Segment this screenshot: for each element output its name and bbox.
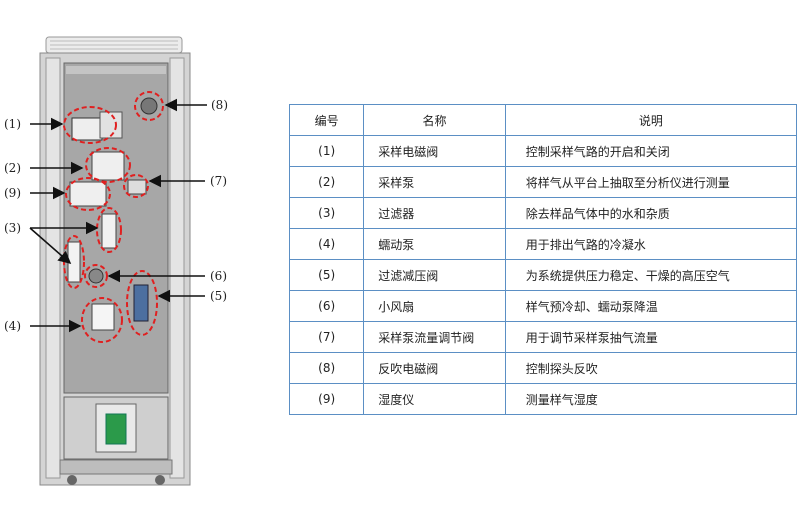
table-row: (1) 采样电磁阀 控制采样气路的开启和关闭 (288, 135, 797, 167)
table-row: (5) 过滤减压阀 为系统提供压力稳定、干燥的高压空气 (288, 259, 797, 291)
cell-description: 测量样气湿度 (504, 383, 797, 415)
cell-description: 用于排出气路的冷凝水 (504, 228, 797, 260)
cell-name: 过滤减压阀 (363, 259, 506, 291)
table-row: (4) 蠕动泵 用于排出气路的冷凝水 (288, 228, 797, 260)
sampling-pump (91, 151, 125, 181)
table-row: (3) 过滤器 除去样品气体中的水和杂质 (288, 197, 797, 229)
cell-name: 反吹电磁阀 (363, 352, 506, 384)
callout-9: (9) (4, 186, 21, 200)
table-row: (8) 反吹电磁阀 控制探头反吹 (288, 352, 797, 384)
cell-description: 为系统提供压力稳定、干燥的高压空气 (504, 259, 797, 291)
blowback-valve (140, 97, 158, 115)
cell-description: 将样气从平台上抽取至分析仪进行测量 (504, 166, 797, 198)
highlight-3a (96, 207, 122, 253)
cell-number: (7) (288, 321, 365, 353)
callout-6: (6) (210, 269, 227, 283)
cell-description: 控制探头反吹 (504, 352, 797, 384)
highlight-6 (84, 264, 108, 288)
cell-number: (2) (288, 166, 365, 198)
cell-description: 控制采样气路的开启和关闭 (504, 135, 797, 167)
component-table: 编号 名称 说明 (1) 采样电磁阀 控制采样气路的开启和关闭 (2) 采样泵 … (288, 104, 797, 415)
highlight-1 (63, 106, 117, 144)
cell-name: 蠕动泵 (363, 228, 506, 260)
cell-description: 除去样品气体中的水和杂质 (504, 197, 797, 229)
table-row: (9) 湿度仪 测量样气湿度 (288, 383, 797, 415)
cell-name: 湿度仪 (363, 383, 506, 415)
cabinet-diagram: (1) (2) (9) (3) (4) (8) (7) (6) (5) (4, 36, 228, 486)
cell-number: (3) (288, 197, 365, 229)
callout-1: (1) (4, 117, 21, 131)
highlight-7 (123, 174, 149, 198)
callout-2: (2) (4, 161, 21, 175)
highlight-5 (126, 270, 158, 336)
header-description: 说明 (504, 104, 797, 136)
cell-number: (4) (288, 228, 365, 260)
highlight-8 (134, 91, 164, 121)
table-header-row: 编号 名称 说明 (288, 104, 797, 136)
cell-name: 采样泵 (363, 166, 506, 198)
callout-8: (8) (211, 98, 228, 112)
cell-name: 过滤器 (363, 197, 506, 229)
cell-name: 小风扇 (363, 290, 506, 322)
table-row: (2) 采样泵 将样气从平台上抽取至分析仪进行测量 (288, 166, 797, 198)
callout-5: (5) (210, 289, 227, 303)
highlight-9 (65, 177, 111, 211)
filter-a (101, 213, 117, 249)
table-row: (7) 采样泵流量调节阀 用于调节采样泵抽气流量 (288, 321, 797, 353)
cell-description: 样气预冷却、蠕动泵降温 (504, 290, 797, 322)
cell-number: (8) (288, 352, 365, 384)
cell-name: 采样电磁阀 (363, 135, 506, 167)
solenoid-valve (71, 117, 103, 141)
cell-description: 用于调节采样泵抽气流量 (504, 321, 797, 353)
cell-number: (5) (288, 259, 365, 291)
highlight-4 (81, 297, 123, 343)
callout-7: (7) (210, 174, 227, 188)
cell-number: (6) (288, 290, 365, 322)
component-box (99, 111, 123, 139)
callout-4: (4) (4, 319, 21, 333)
highlight-2 (85, 147, 131, 183)
cell-number: (9) (288, 383, 365, 415)
callout-3: (3) (4, 221, 21, 235)
cell-name: 采样泵流量调节阀 (363, 321, 506, 353)
header-number: 编号 (288, 104, 365, 136)
cell-number: (1) (288, 135, 365, 167)
flow-valve (127, 179, 147, 195)
small-fan (88, 268, 104, 284)
peristaltic-pump (91, 303, 115, 331)
pressure-regulator (133, 284, 149, 322)
header-name: 名称 (363, 104, 506, 136)
table-row: (6) 小风扇 样气预冷却、蠕动泵降温 (288, 290, 797, 322)
humidity-meter (69, 181, 107, 207)
